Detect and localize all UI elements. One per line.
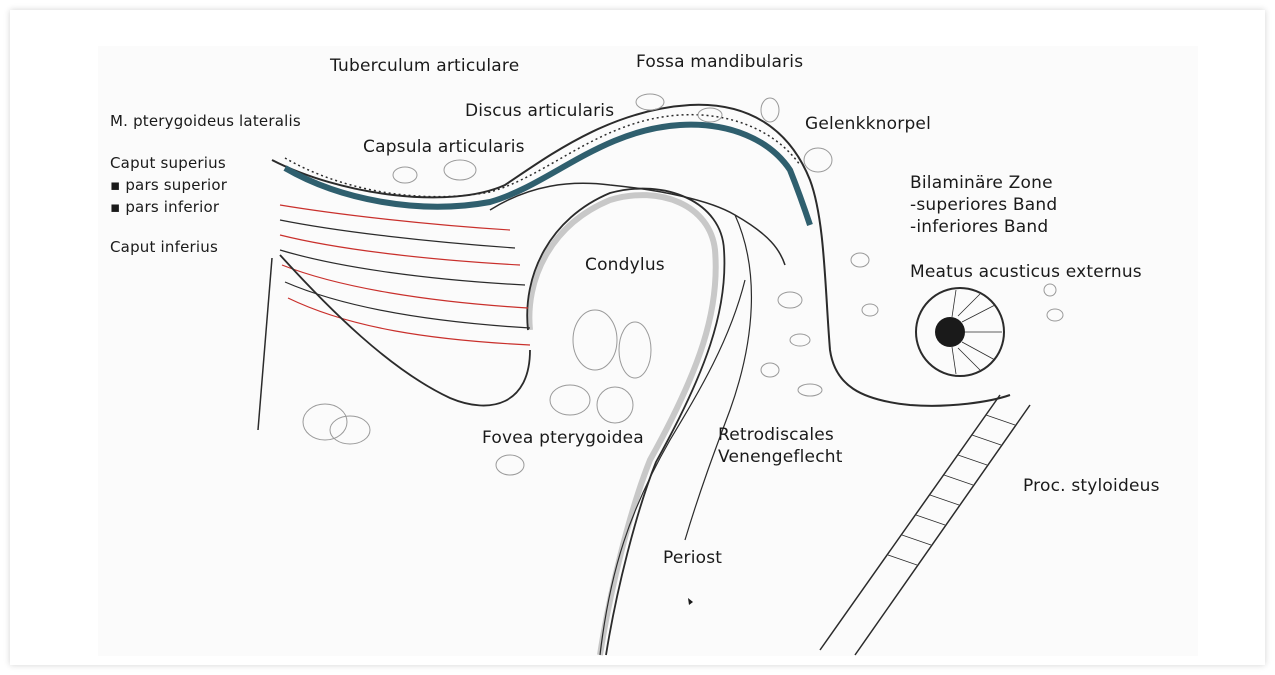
- bilaminaere-zone-group: Bilaminäre Zone -superiores Band -inferi…: [910, 172, 1057, 238]
- label-proc-styloideus: Proc. styloideus: [1023, 476, 1160, 496]
- tmj-illustration: [10, 10, 1265, 665]
- label-venengeflecht: Venengeflecht: [718, 446, 843, 468]
- label-inferiores-band: -inferiores Band: [910, 216, 1057, 238]
- label-caput-inferius: Caput inferius: [110, 238, 218, 256]
- label-meatus-acusticus-externus: Meatus acusticus externus: [910, 262, 1142, 282]
- label-fossa-mandibularis: Fossa mandibularis: [636, 52, 803, 72]
- label-periost: Periost: [663, 548, 722, 568]
- label-tuberculum-articulare: Tuberculum articulare: [330, 56, 519, 76]
- diagram-frame: Tuberculum articulare Fossa mandibularis…: [10, 10, 1265, 665]
- label-retrodiscales: Retrodiscales: [718, 424, 843, 446]
- label-condylus: Condylus: [585, 255, 665, 275]
- meatus-lumen: [935, 317, 965, 347]
- label-fovea-pterygoidea: Fovea pterygoidea: [482, 428, 644, 448]
- label-m-pterygoideus-lateralis: M. pterygoideus lateralis: [110, 112, 301, 130]
- retrodiscales-group: Retrodiscales Venengeflecht: [718, 424, 843, 468]
- label-pars-inferior: ▪ pars inferior: [110, 196, 227, 218]
- label-gelenkknorpel: Gelenkknorpel: [805, 114, 931, 134]
- label-caput-superius: Caput superius: [110, 152, 227, 174]
- label-capsula-articularis: Capsula articularis: [363, 137, 525, 157]
- label-superiores-band: -superiores Band: [910, 194, 1057, 216]
- label-pars-superior: ▪ pars superior: [110, 174, 227, 196]
- label-bilaminaere-zone: Bilaminäre Zone: [910, 172, 1057, 194]
- sketch-background: [98, 46, 1198, 656]
- label-discus-articularis: Discus articularis: [465, 101, 614, 121]
- caput-superius-group: Caput superius ▪ pars superior ▪ pars in…: [110, 152, 227, 218]
